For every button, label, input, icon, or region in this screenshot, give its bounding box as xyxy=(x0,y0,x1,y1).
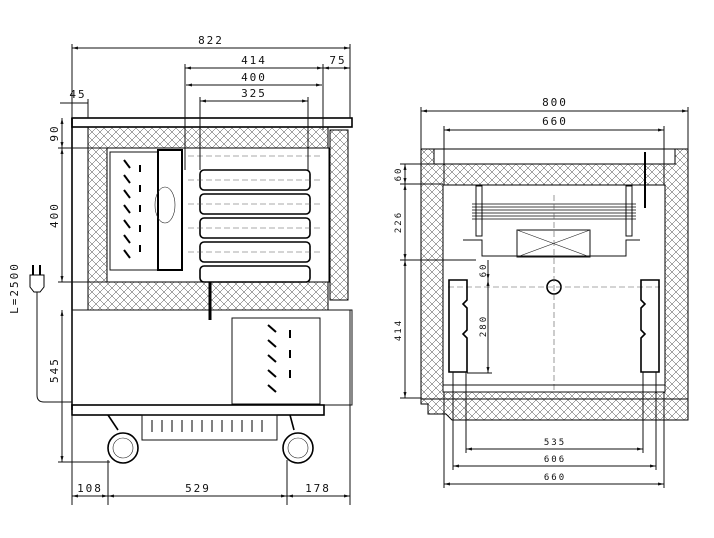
front-view: 800 660 60 226 414 60 280 535 606 660 xyxy=(394,96,689,488)
compressor-unit xyxy=(231,317,321,405)
dim-overall-width: 800 xyxy=(542,96,568,109)
caster-front xyxy=(107,414,139,464)
machine-compartment xyxy=(71,309,353,406)
dim-back-offset: 45 xyxy=(69,88,86,101)
dim-pan-depth: 325 xyxy=(241,87,267,100)
dim-rail-outer: 606 xyxy=(544,455,566,465)
top-panel xyxy=(71,117,353,128)
power-plug-icon xyxy=(29,265,72,403)
dim-rail-inner: 535 xyxy=(544,438,566,448)
dim-rail-offset: 60 xyxy=(479,263,489,278)
dim-interior-height: 414 xyxy=(394,319,404,341)
dim-lower-height: 545 xyxy=(48,357,61,383)
dim-tray-rail-depth: 414 xyxy=(241,54,267,67)
rail-left xyxy=(448,279,468,373)
door xyxy=(329,129,349,301)
rail-right xyxy=(640,279,660,373)
dim-rail-height: 280 xyxy=(479,315,489,337)
dim-caster-rear: 178 xyxy=(305,482,331,495)
side-view: 822 414 75 400 325 45 90 400 L=2500 545 … xyxy=(8,34,353,505)
dim-caster-spacing: 529 xyxy=(185,482,211,495)
door-bottom xyxy=(420,398,689,421)
fan-box xyxy=(516,229,591,258)
dim-inner-width-bottom: 660 xyxy=(544,473,566,483)
dim-door-depth: 75 xyxy=(329,54,346,67)
fan xyxy=(157,149,183,271)
dim-caster-front: 108 xyxy=(77,482,103,495)
dim-top-gap: 60 xyxy=(394,167,404,182)
dim-evaporator-height: 226 xyxy=(394,211,404,233)
dim-inner-width-top: 660 xyxy=(542,115,568,128)
caster-rear xyxy=(282,414,314,464)
drip-tray xyxy=(141,414,278,441)
dim-overall-depth: 822 xyxy=(198,34,224,47)
dim-cable-length: L=2500 xyxy=(8,262,21,314)
dim-chamber-height: 400 xyxy=(48,202,61,228)
dim-tray-depth: 400 xyxy=(241,71,267,84)
base-frame xyxy=(71,404,325,416)
dim-top-insulation: 90 xyxy=(48,124,61,141)
tray-stack xyxy=(188,155,322,283)
